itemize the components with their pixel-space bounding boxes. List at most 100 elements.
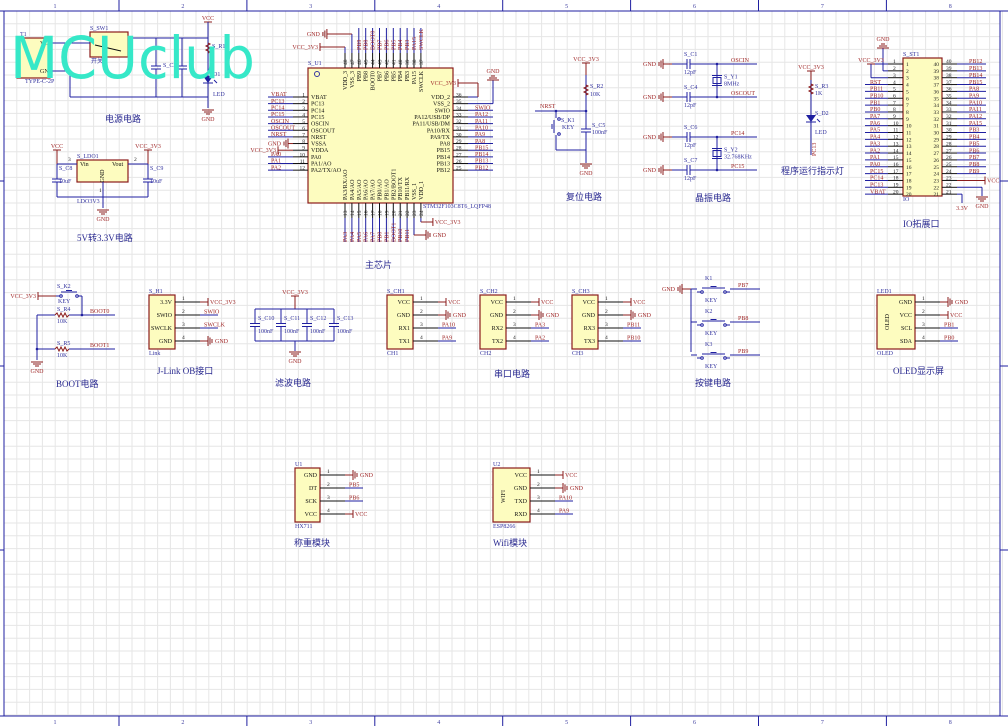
power-label: VCC: [448, 300, 460, 306]
gnd-label: GND: [643, 95, 657, 101]
pin-number: 29: [934, 137, 940, 143]
pin-number: 19: [384, 210, 390, 216]
pin-name: VDDA: [311, 148, 329, 154]
pin-number: 14: [893, 148, 899, 154]
net-label: PA12: [475, 112, 488, 118]
power-label: VCC_3V3: [798, 65, 824, 71]
column-number-top: 6: [693, 4, 696, 10]
net-label: SWCLK: [419, 28, 425, 50]
column-number-bottom: 2: [181, 720, 184, 726]
power-label: VCC_3V3: [135, 144, 161, 150]
component-ref: K2: [705, 309, 712, 315]
pin-number: 2: [513, 309, 516, 315]
net-label: PA7: [870, 114, 880, 120]
pin-name: TXD: [515, 499, 528, 505]
pin-number: 23: [946, 176, 952, 182]
power-label: VCC_3V3: [250, 148, 276, 154]
pin-number: 33: [456, 112, 462, 118]
pin-name: PA12/USB/DP: [414, 115, 450, 121]
power-label: VCC: [950, 313, 962, 319]
power-label: VCC_3V3: [858, 58, 884, 64]
pin-name: PB13: [437, 162, 450, 168]
pin-name: VCC: [900, 313, 912, 319]
push-button-icon: [700, 356, 704, 360]
resistor-icon: [582, 84, 590, 96]
pin-number: 27: [456, 152, 462, 158]
net-label: PB10: [398, 229, 404, 242]
power-label: VCC: [565, 473, 577, 479]
pin-number: 13: [343, 210, 349, 216]
net-label: PB9: [357, 40, 363, 50]
pin-number: 1: [302, 93, 305, 99]
gnd-label: GND: [433, 233, 447, 239]
component-ref: S_K2: [57, 284, 71, 290]
gnd-label: GND: [202, 117, 216, 123]
column-number-top: 5: [565, 4, 568, 10]
pin-name: PA2/TX/AO: [311, 168, 342, 174]
component-value: 32.768KHz: [724, 155, 752, 161]
pin-number: 2: [906, 69, 909, 75]
power-label: VCC: [633, 300, 645, 306]
pin-name: PB14: [437, 155, 450, 161]
pin-number: 8: [906, 110, 909, 116]
pin-number: 4: [922, 335, 925, 341]
gnd-label: GND: [360, 473, 374, 479]
pin-number: 22: [405, 210, 411, 216]
net-label: PB1: [384, 232, 390, 242]
pin-number: 13: [906, 144, 912, 150]
pin-number: 2: [537, 482, 540, 488]
uart-connector: [479, 294, 507, 350]
component-part: HX711: [295, 524, 312, 530]
component-ref: S_CH2: [480, 289, 498, 295]
pin-number: 3: [605, 322, 608, 328]
gnd-label: GND: [546, 313, 560, 319]
pin-number: 11: [906, 131, 912, 137]
pin-number: 33: [934, 110, 940, 116]
component-value: 1K: [815, 91, 823, 97]
net-label: PA4: [350, 232, 356, 242]
pin-number: 24: [419, 210, 425, 216]
pin-number: 30: [934, 131, 940, 137]
resistor-icon: [807, 83, 815, 95]
pin-number: 1: [893, 59, 896, 65]
pin-name: GND: [490, 313, 504, 319]
gnd-label: GND: [453, 313, 467, 319]
pin-number: 11: [893, 128, 899, 134]
net-label: PB1: [870, 100, 880, 106]
pin-name: VSSA: [311, 142, 327, 148]
power-label: VCC: [355, 512, 367, 518]
component-ref: S_CH1: [387, 289, 405, 295]
esp8266-wifi-module: [492, 467, 531, 523]
pin-number: 2: [420, 309, 423, 315]
pin-number: 32: [456, 119, 462, 125]
net-label: PB15: [969, 80, 982, 86]
pin-number: 38: [934, 76, 940, 82]
uart-connector: [571, 294, 599, 350]
module-body-text: WIFI: [501, 490, 507, 503]
section-title: 5V转3.3V电路: [77, 232, 133, 243]
pin-number: 26: [946, 155, 952, 161]
pin-number: 37: [946, 80, 952, 86]
component-value: 12pF: [684, 103, 697, 109]
usb-typec-connector: [16, 37, 51, 79]
pin-name: PB1/AO: [384, 179, 390, 200]
net-label: PB4: [969, 135, 979, 141]
pin-number: 10: [906, 124, 912, 130]
net-label: OSCOUT: [271, 125, 295, 131]
component-value: 12pF: [684, 176, 697, 182]
pin-number: 9: [302, 146, 305, 152]
module-body-text: OLED: [885, 313, 891, 330]
pin-name: PB9: [357, 71, 363, 81]
gnd-label: GND: [643, 62, 657, 68]
net-label: PA3: [343, 232, 349, 242]
pin-number: 10: [300, 152, 306, 158]
component-value: KEY: [562, 125, 575, 131]
pin-number: 7: [893, 100, 896, 106]
column-number-top: 8: [949, 4, 952, 10]
pin-name: PA10/RX: [427, 128, 451, 134]
net-label: PC13: [271, 99, 284, 105]
net-label: PA11: [475, 119, 488, 125]
pin-number: 3: [893, 73, 896, 79]
mcuclub-logo: MCUclub: [10, 24, 255, 92]
pin-number: 40: [934, 62, 940, 68]
